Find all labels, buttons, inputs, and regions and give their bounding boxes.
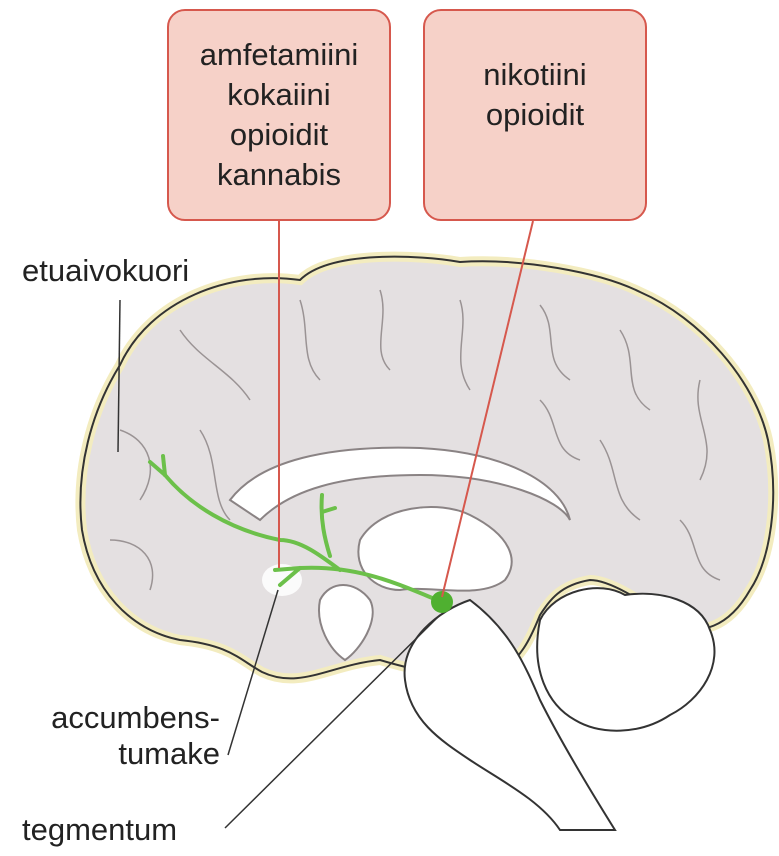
drug-label: opioidit bbox=[230, 115, 328, 155]
drug-box-right: nikotiini opioidit bbox=[423, 9, 647, 221]
drug-label: kokaiini bbox=[227, 75, 330, 115]
label-accumbens: accumbens- tumake bbox=[20, 700, 220, 772]
drug-label: kannabis bbox=[217, 155, 341, 195]
label-cortex: etuaivokuori bbox=[22, 253, 189, 289]
drug-label: nikotiini bbox=[483, 55, 586, 95]
label-accumbens-line1: accumbens- bbox=[20, 700, 220, 736]
drug-label: opioidit bbox=[486, 95, 584, 135]
label-accumbens-line2: tumake bbox=[20, 736, 220, 772]
cerebellum bbox=[537, 588, 714, 731]
label-tegmentum: tegmentum bbox=[22, 812, 177, 848]
drug-label: amfetamiini bbox=[200, 35, 359, 75]
drug-box-left: amfetamiini kokaiini opioidit kannabis bbox=[167, 9, 391, 221]
